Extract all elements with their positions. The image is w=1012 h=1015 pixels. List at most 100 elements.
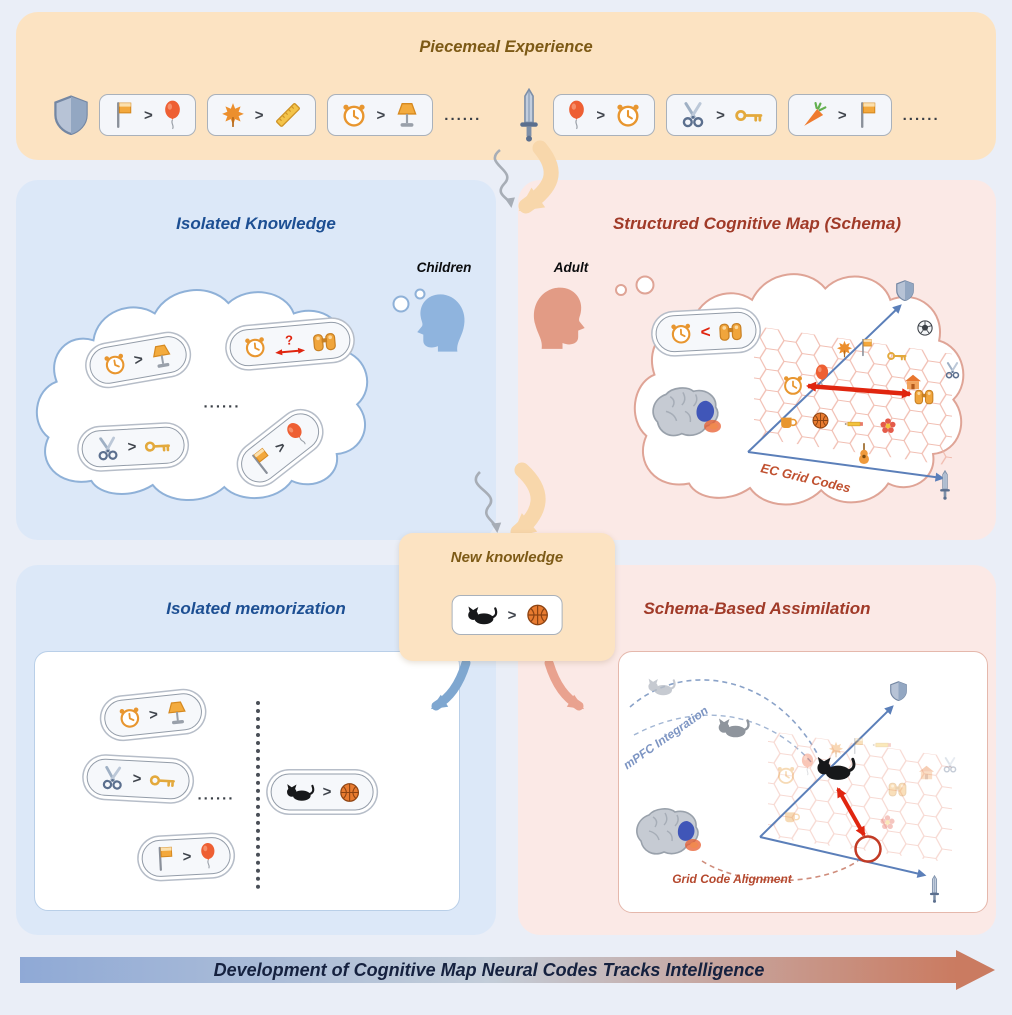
schema-distance-arrow <box>806 381 912 399</box>
balloon-icon <box>200 842 216 870</box>
relation-symbol: > <box>507 606 517 624</box>
thought-bubble-dot <box>392 295 410 313</box>
soccer-ball-icon <box>917 320 933 336</box>
schema-axis-vertical <box>747 304 902 453</box>
grid-alignment-path <box>701 860 859 882</box>
thought-bubble-dot <box>615 284 627 296</box>
assimilation-distance-arrow <box>836 787 866 837</box>
sword-icon <box>519 88 539 142</box>
development-arrow: Development of Cognitive Map Neural Code… <box>20 948 995 992</box>
ellipsis: ...... <box>902 106 940 124</box>
grid-code-alignment-label: Grid Code Alignment <box>672 872 793 886</box>
hex-grid-faded <box>768 731 952 863</box>
structured-map-title: Structured Cognitive Map (Schema) <box>612 214 902 233</box>
lamp-icon <box>167 700 187 725</box>
alarm-clock-icon <box>783 375 803 395</box>
relation-symbol: < <box>700 321 711 342</box>
binoculars-icon <box>719 322 742 341</box>
memorization-divider <box>256 701 260 889</box>
known-pair-pill: < <box>654 310 758 354</box>
new-knowledge-box: New knowledge > <box>399 533 615 661</box>
sword-icon <box>939 470 951 500</box>
unknown-pair-pill: ? <box>228 320 352 368</box>
schema-axis-horizontal <box>747 451 945 482</box>
pair-pill: > <box>99 94 196 136</box>
thought-bubble-dot <box>414 288 426 300</box>
relation-symbol: > <box>127 438 137 456</box>
pair-pill: > <box>85 757 191 801</box>
key-icon <box>734 109 763 122</box>
alarm-clock-icon <box>118 706 142 729</box>
alarm-clock-icon <box>776 766 796 784</box>
alarm-clock-icon <box>243 336 267 359</box>
relation-symbol: > <box>837 106 847 124</box>
relation-symbol: > <box>322 783 332 801</box>
cat-icon <box>467 604 498 625</box>
basketball-icon <box>527 604 548 626</box>
alarm-clock-icon <box>341 103 366 127</box>
relation-symbol: > <box>144 106 153 124</box>
isolated-knowledge-title: Isolated Knowledge <box>176 214 336 233</box>
child-head-silhouette <box>417 294 465 352</box>
flag-icon <box>157 845 173 871</box>
key-icon <box>149 774 176 787</box>
new-knowledge-title: New knowledge <box>450 549 564 566</box>
adult-head-silhouette <box>533 287 585 349</box>
pair-pill: > <box>80 425 186 469</box>
unknown-relation: ? <box>274 332 306 357</box>
ellipsis: ...... <box>444 106 482 124</box>
scissors-icon <box>102 765 123 790</box>
thought-cloud <box>35 289 369 502</box>
adult-label: Adult <box>553 260 589 275</box>
scissors-icon <box>97 436 118 461</box>
alarm-clock-icon <box>670 322 692 345</box>
pair-pill: > <box>553 94 656 136</box>
pair-pill: > <box>787 94 892 136</box>
balloon-icon <box>568 100 585 130</box>
flag-icon <box>116 101 132 129</box>
basketball-icon <box>339 782 359 802</box>
pair-pill: > <box>140 836 232 878</box>
ellipsis: ...... <box>203 394 241 412</box>
pair-pill: > <box>326 94 434 136</box>
alarm-clock-icon <box>616 103 640 127</box>
development-arrow-label: Development of Cognitive Map Neural Code… <box>213 959 765 980</box>
schema-axis-horizontal <box>759 836 927 878</box>
relation-symbol: > <box>596 106 606 124</box>
children-label: Children <box>416 260 472 275</box>
question-mark: ? <box>284 331 294 348</box>
pair-pill: > <box>206 94 316 136</box>
lamp-icon <box>151 343 172 369</box>
brain-icon <box>636 808 702 855</box>
assimilation-graphic: mPFC Integration <box>621 677 957 903</box>
adult-thought-graphic: EC Grid Codes <box>533 273 965 506</box>
flag-icon <box>250 446 277 475</box>
relation-symbol: > <box>182 848 192 866</box>
mpfc-integration-path <box>629 679 819 756</box>
assimilation-target-circle <box>854 835 882 863</box>
shield-icon <box>54 95 88 135</box>
mpfc-integration-path-2 <box>633 714 813 764</box>
lamp-icon <box>398 103 417 128</box>
relation-symbol: > <box>132 350 145 370</box>
pencil-icon <box>844 421 864 427</box>
relation-symbol: > <box>254 106 264 124</box>
binoculars-icon <box>312 332 337 352</box>
shield-icon <box>890 681 907 701</box>
relation-symbol: > <box>376 106 386 124</box>
sword-icon <box>929 875 940 903</box>
leaf-icon <box>221 102 245 128</box>
piecemeal-experience-panel: Piecemeal Experience > > > ...... <box>16 12 996 160</box>
piecemeal-items-row: > > > ...... > > <box>54 88 978 142</box>
basketball-icon <box>812 412 829 429</box>
thought-bubble-dot <box>635 275 655 295</box>
relation-symbol: > <box>148 706 159 724</box>
balloon-icon <box>164 100 181 130</box>
isolated-knowledge-panel: Isolated Knowledge Children > ? <box>16 180 496 540</box>
shield-icon <box>896 280 914 301</box>
isolated-memorization-title: Isolated memorization <box>166 599 346 618</box>
relation-symbol: > <box>132 770 142 788</box>
scissors-icon <box>682 102 704 128</box>
development-arrow-shape <box>20 950 995 990</box>
